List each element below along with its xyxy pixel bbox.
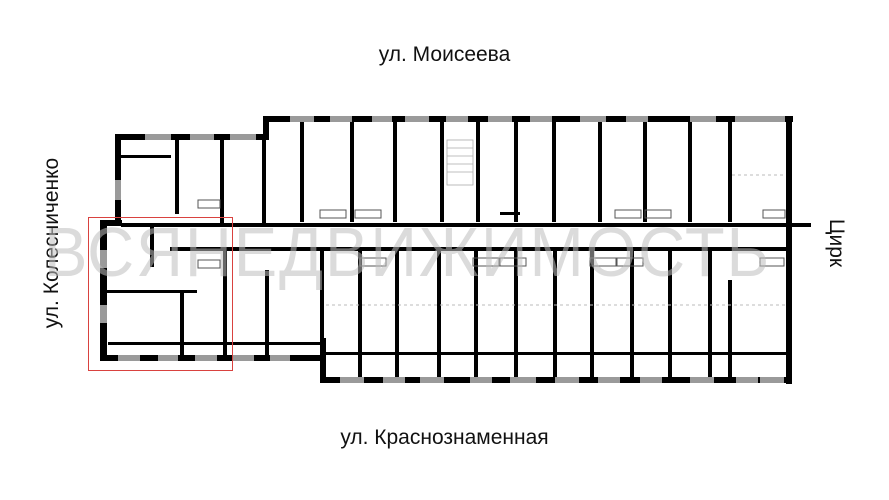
street-label-south: ул. Краснознаменная bbox=[340, 426, 549, 449]
highlighted-apartment[interactable] bbox=[88, 217, 233, 371]
interior-walls bbox=[107, 122, 811, 377]
windows bbox=[100, 116, 785, 383]
balcony-lines bbox=[326, 174, 786, 306]
street-label-north: ул. Моисеева bbox=[378, 43, 511, 66]
fixtures bbox=[197, 199, 786, 269]
stairwell bbox=[446, 139, 474, 186]
